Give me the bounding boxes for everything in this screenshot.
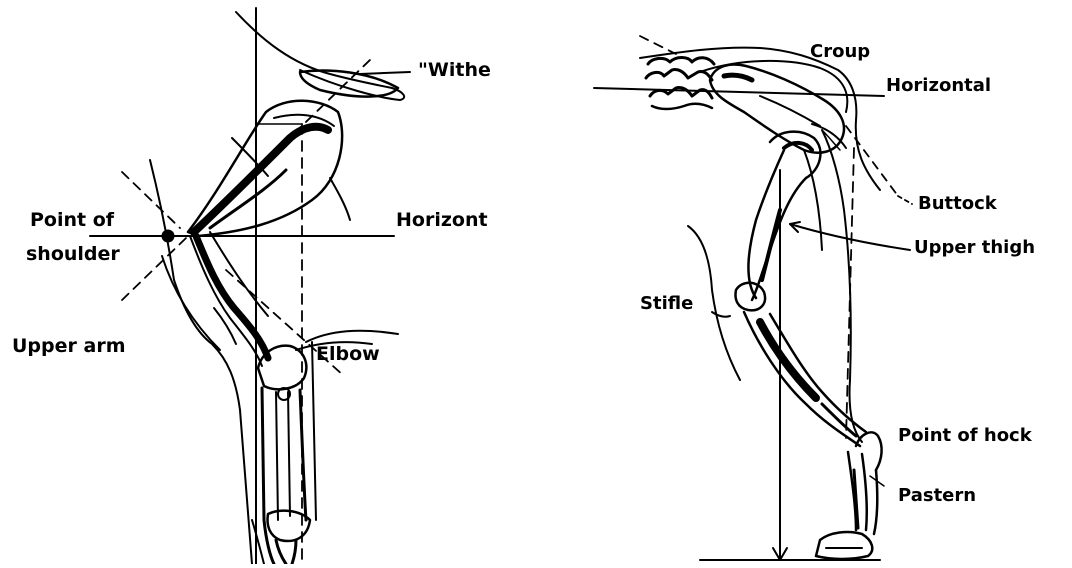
label-upper-thigh: Upper thigh [914, 238, 1035, 259]
sacral-vertebrae [648, 58, 714, 65]
forearm-back [300, 390, 306, 520]
withers-outline [236, 12, 404, 100]
label-horizontal-left: Horizont [396, 210, 488, 232]
upper-thigh-pointer [790, 224, 910, 250]
withers-blade [300, 71, 398, 97]
label-stifle: Stifle [640, 294, 693, 315]
label-elbow: Elbow [316, 344, 380, 366]
horizontal-line-right [594, 88, 884, 96]
label-horizontal-right: Horizontal [886, 76, 991, 97]
withers-pointer [360, 72, 410, 74]
hoof [816, 532, 872, 559]
pelvis [710, 65, 844, 153]
label-point-of-hock: Point of hock [898, 426, 1032, 447]
label-withers: "Withe [418, 60, 491, 82]
label-croup: Croup [810, 42, 870, 63]
label-point-of-shoulder-line2: shoulder [26, 244, 120, 266]
forearm-front [262, 388, 274, 564]
label-pastern: Pastern [898, 486, 976, 507]
label-upper-arm: Upper arm [12, 336, 126, 358]
label-buttock: Buttock [918, 194, 997, 215]
foreleg-drawing [90, 8, 410, 564]
scapula-spine [194, 127, 328, 232]
label-point-of-shoulder-line1: Point of [30, 210, 114, 232]
hock-joint [856, 432, 882, 470]
